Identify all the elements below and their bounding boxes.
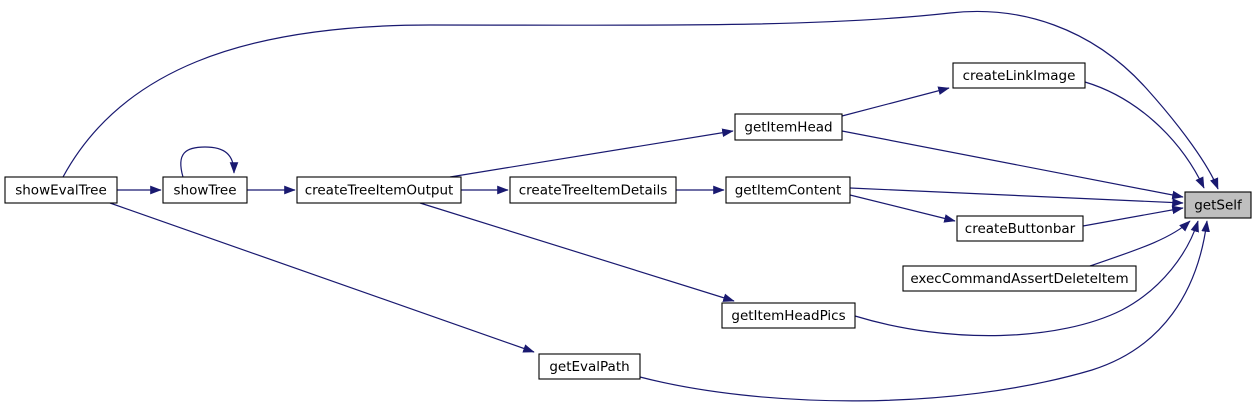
- node-createTreeItemDetails-box: [509, 176, 677, 204]
- node-createTreeItemOutput[interactable]: createTreeItemOutput: [296, 176, 462, 204]
- node-execCommandAssertDeleteItem[interactable]: execCommandAssertDeleteItem: [902, 265, 1137, 292]
- node-getItemContent-box: [725, 176, 851, 204]
- node-getSelf-box: [1184, 191, 1252, 219]
- node-getEvalPath-label: getEvalPath: [549, 359, 629, 375]
- node-showEvalTree-box: [4, 176, 118, 204]
- edge-showEvalTree-getSelf: [62, 10, 1219, 190]
- edge-showTree-self: [180, 146, 239, 178]
- edges: [62, 10, 1219, 402]
- node-createLinkImage-label: createLinkImage: [963, 68, 1076, 84]
- node-getItemContent[interactable]: getItemContent: [725, 176, 851, 204]
- node-createTreeItemDetails[interactable]: createTreeItemDetails: [509, 176, 677, 204]
- node-getItemHead[interactable]: getItemHead: [734, 113, 843, 141]
- edge-getItemHead-createLinkImage: [841, 86, 950, 117]
- node-execCommandAssertDeleteItem-box: [902, 265, 1137, 292]
- node-createButtonbar[interactable]: createButtonbar: [956, 215, 1084, 242]
- node-getEvalPath-box: [538, 353, 641, 380]
- edge-execCommandAssertDeleteItem-getSelf: [1089, 220, 1191, 267]
- edge-showEvalTree-getEvalPath: [109, 202, 535, 353]
- edge-getItemContent-createButtonbar: [849, 194, 956, 223]
- node-showEvalTree-label: showEvalTree: [15, 183, 107, 199]
- edge-createTreeItemOutput-getItemHeadPics: [419, 202, 735, 302]
- edge-createLinkImage-getSelf: [1084, 81, 1205, 189]
- node-createButtonbar-label: createButtonbar: [965, 221, 1076, 237]
- edge-getEvalPath-getSelf: [639, 220, 1210, 402]
- edge-createButtonbar-getSelf: [1082, 205, 1184, 227]
- edge-getItemContent-getSelf: [849, 187, 1184, 207]
- edge-getItemHeadPics-getSelf: [854, 220, 1199, 337]
- node-getItemHead-box: [734, 113, 843, 141]
- node-getItemHead-label: getItemHead: [744, 120, 832, 136]
- node-showTree-box: [162, 176, 248, 204]
- node-createTreeItemOutput-box: [296, 176, 462, 204]
- node-getSelf[interactable]: getSelf: [1184, 191, 1252, 219]
- node-getSelf-label: getSelf: [1194, 198, 1243, 214]
- node-getItemHeadPics-label: getItemHeadPics: [731, 308, 845, 324]
- edge-createTreeItemOutput-getItemHead: [449, 128, 734, 178]
- node-getItemContent-label: getItemContent: [735, 183, 842, 199]
- node-createTreeItemDetails-label: createTreeItemDetails: [519, 183, 668, 199]
- node-showTree[interactable]: showTree: [162, 176, 248, 204]
- node-createLinkImage-box: [952, 62, 1086, 89]
- edge-getItemHead-getSelf: [841, 130, 1184, 200]
- node-createTreeItemOutput-label: createTreeItemOutput: [305, 183, 454, 199]
- node-showTree-label: showTree: [173, 183, 236, 199]
- node-showEvalTree[interactable]: showEvalTree: [4, 176, 118, 204]
- node-createButtonbar-box: [956, 215, 1084, 242]
- node-createLinkImage[interactable]: createLinkImage: [952, 62, 1086, 89]
- nodes: showEvalTree showTree createTreeItemOutp…: [4, 62, 1252, 380]
- node-getItemHeadPics-box: [721, 302, 856, 329]
- node-getEvalPath[interactable]: getEvalPath: [538, 353, 641, 380]
- node-execCommandAssertDeleteItem-label: execCommandAssertDeleteItem: [910, 271, 1128, 287]
- node-getItemHeadPics[interactable]: getItemHeadPics: [721, 302, 856, 329]
